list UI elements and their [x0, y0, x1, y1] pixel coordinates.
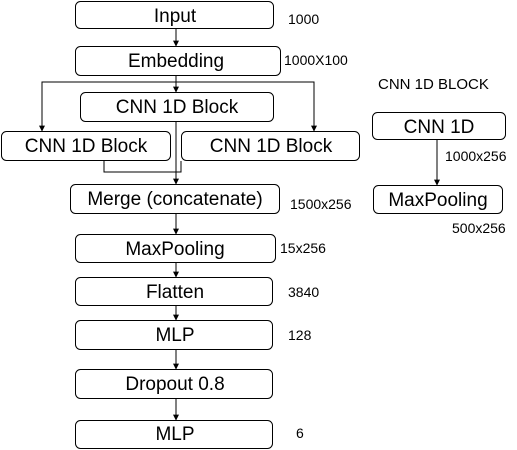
node-mlp-1: MLP — [75, 320, 273, 350]
legend-node-pool-label: MaxPooling — [388, 190, 487, 211]
node-cnn-block-right-label: CNN 1D Block — [210, 136, 333, 157]
dim-maxpooling: 15x256 — [280, 240, 326, 256]
legend-node-pool: MaxPooling — [373, 185, 503, 214]
dim-input: 1000 — [288, 11, 319, 27]
node-input-label: Input — [154, 6, 197, 27]
legend-title: CNN 1D BLOCK — [378, 76, 489, 93]
node-dropout-label: Dropout 0.8 — [125, 374, 224, 395]
dim-mlp-2: 6 — [296, 425, 304, 441]
dim-mlp-1: 128 — [288, 327, 312, 343]
node-flatten-label: Flatten — [146, 282, 204, 303]
arrow-embedding-cnn-left — [39, 81, 176, 132]
node-merge: Merge (concatenate) — [70, 184, 280, 214]
node-embedding: Embedding — [75, 46, 281, 76]
legend-dim-pool: 500x256 — [452, 220, 506, 236]
node-cnn-block-top-label: CNN 1D Block — [116, 97, 239, 118]
legend-node-cnn-label: CNN 1D — [404, 117, 475, 138]
node-cnn-block-right: CNN 1D Block — [181, 131, 360, 161]
node-cnn-block-left-label: CNN 1D Block — [25, 136, 148, 157]
arrow-embedding-cnn-right — [176, 81, 317, 132]
node-maxpooling-label: MaxPooling — [125, 239, 224, 260]
node-maxpooling: MaxPooling — [75, 234, 276, 263]
line-cnn-right-merge — [176, 161, 182, 173]
node-embedding-label: Embedding — [128, 51, 224, 72]
node-input: Input — [75, 1, 274, 29]
dim-merge: 1500x256 — [290, 196, 352, 212]
connectors — [39, 28, 440, 421]
node-dropout: Dropout 0.8 — [75, 369, 273, 399]
dim-embedding: 1000X100 — [284, 52, 348, 68]
node-merge-label: Merge (concatenate) — [87, 189, 262, 210]
line-cnn-left-merge — [103, 161, 176, 173]
legend-dim-cnn: 1000x256 — [445, 148, 507, 164]
node-cnn-block-top: CNN 1D Block — [80, 92, 274, 122]
node-mlp-1-label: MLP — [155, 325, 194, 346]
node-flatten: Flatten — [75, 277, 273, 306]
node-cnn-block-left: CNN 1D Block — [1, 131, 171, 161]
node-mlp-2-label: MLP — [155, 424, 194, 445]
legend-node-cnn: CNN 1D — [372, 112, 506, 140]
dim-flatten: 3840 — [288, 284, 319, 300]
node-mlp-2: MLP — [75, 420, 273, 449]
